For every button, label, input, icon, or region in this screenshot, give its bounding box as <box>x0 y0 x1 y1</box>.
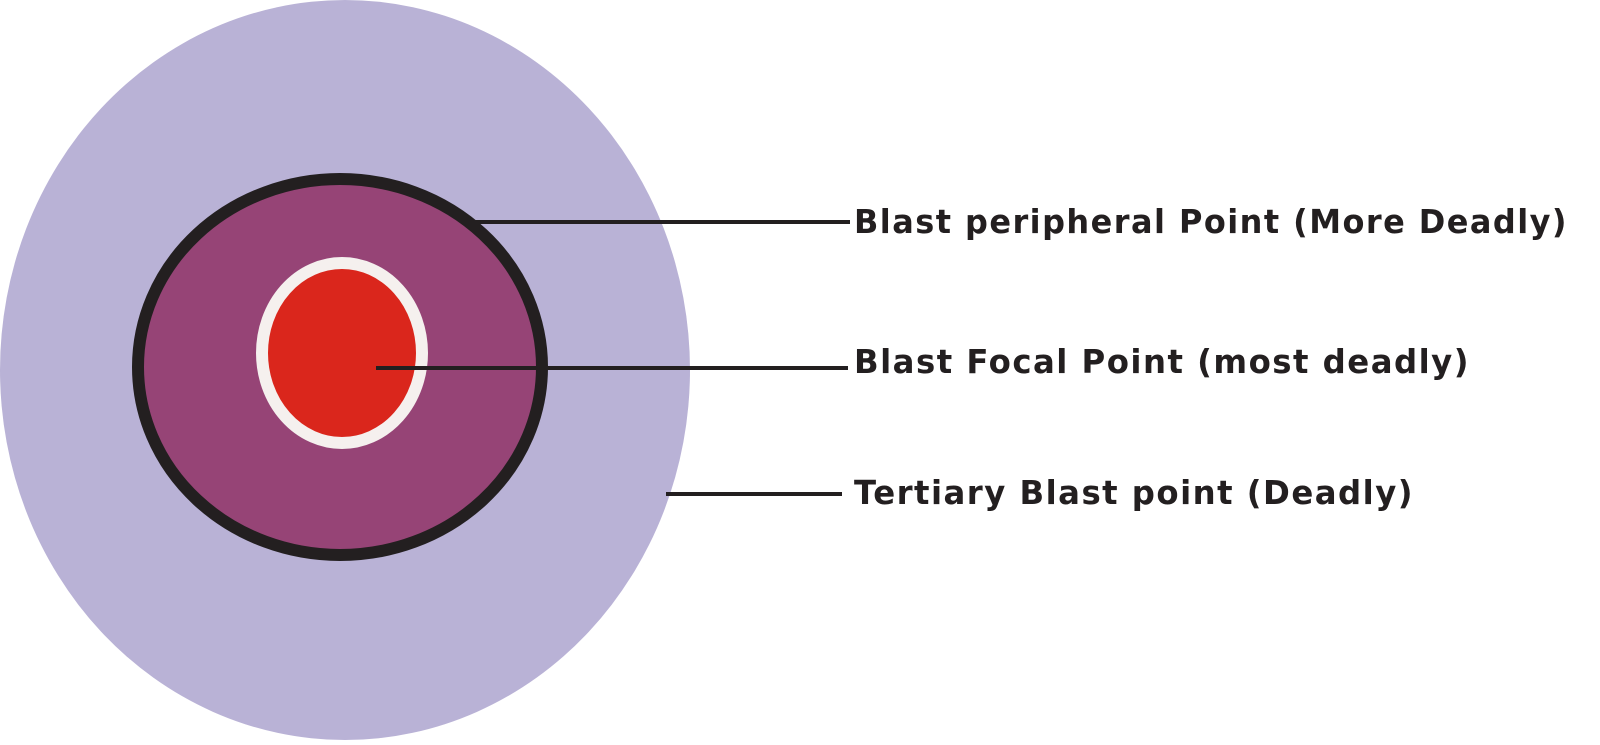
focal-blast-zone <box>256 257 428 449</box>
peripheral-label: Blast peripheral Point (More Deadly) <box>854 202 1568 241</box>
focal-label: Blast Focal Point (most deadly) <box>854 342 1470 381</box>
tertiary-label: Tertiary Blast point (Deadly) <box>854 473 1414 512</box>
